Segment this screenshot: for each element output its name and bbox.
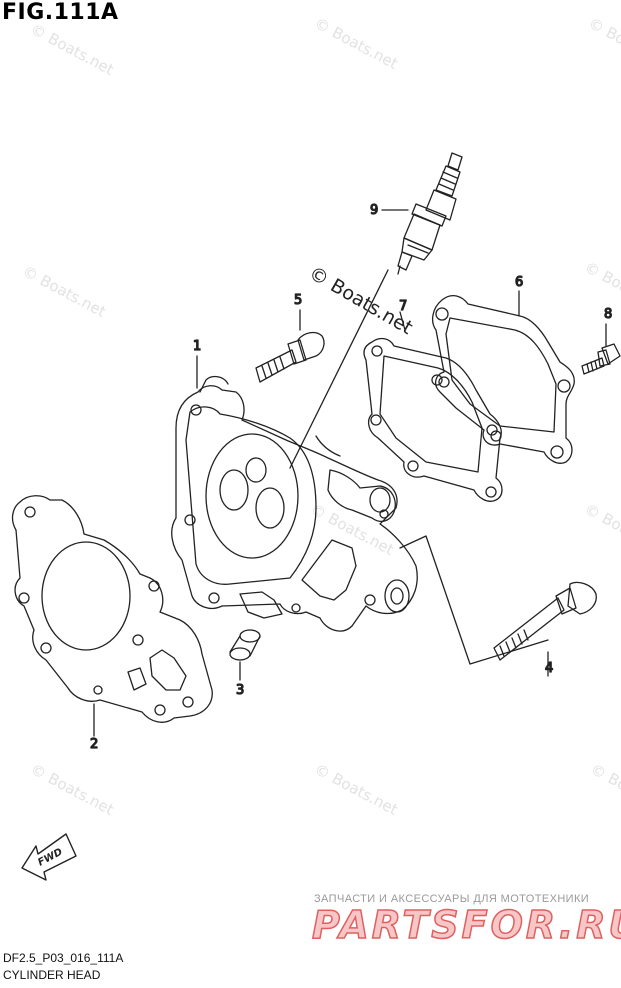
section-name: CYLINDER HEAD bbox=[3, 968, 101, 982]
leader-line bbox=[399, 535, 549, 665]
cover-gasket[interactable] bbox=[363, 337, 503, 502]
forward-arrow-icon: FWD bbox=[21, 833, 77, 881]
dowel-pin[interactable] bbox=[229, 629, 261, 661]
part-label-9[interactable]: 9 bbox=[369, 202, 379, 218]
part-label-6[interactable]: 6 bbox=[514, 274, 524, 290]
part-label-4[interactable]: 4 bbox=[544, 660, 554, 676]
spark-plug[interactable] bbox=[397, 152, 463, 275]
diagram-code: DF2.5_P03_016_111A bbox=[3, 951, 124, 965]
head-gasket[interactable] bbox=[11, 495, 213, 723]
figure-title: FIG.111A bbox=[2, 0, 119, 25]
leader-line bbox=[399, 311, 406, 331]
part-label-8[interactable]: 8 bbox=[603, 306, 613, 322]
leader-line bbox=[289, 269, 389, 469]
part-label-5[interactable]: 5 bbox=[293, 292, 303, 308]
part-label-3[interactable]: 3 bbox=[235, 682, 245, 698]
head-bolt-short[interactable] bbox=[255, 331, 325, 383]
brand-logo[interactable]: PARTSFOR.RU bbox=[311, 902, 621, 948]
part-label-2[interactable]: 2 bbox=[89, 736, 99, 752]
cylinder-head[interactable] bbox=[171, 375, 418, 632]
footer-banner: ЗАПЧАСТИ И АКСЕССУАРЫ ДЛЯ МОТОТЕХНИКИ bbox=[314, 893, 590, 905]
part-label-1[interactable]: 1 bbox=[192, 338, 202, 354]
cylinder-head-cover[interactable] bbox=[431, 294, 575, 464]
head-bolt-long[interactable] bbox=[493, 581, 597, 661]
cover-bolt[interactable] bbox=[581, 343, 621, 375]
part-label-7[interactable]: 7 bbox=[398, 298, 408, 314]
